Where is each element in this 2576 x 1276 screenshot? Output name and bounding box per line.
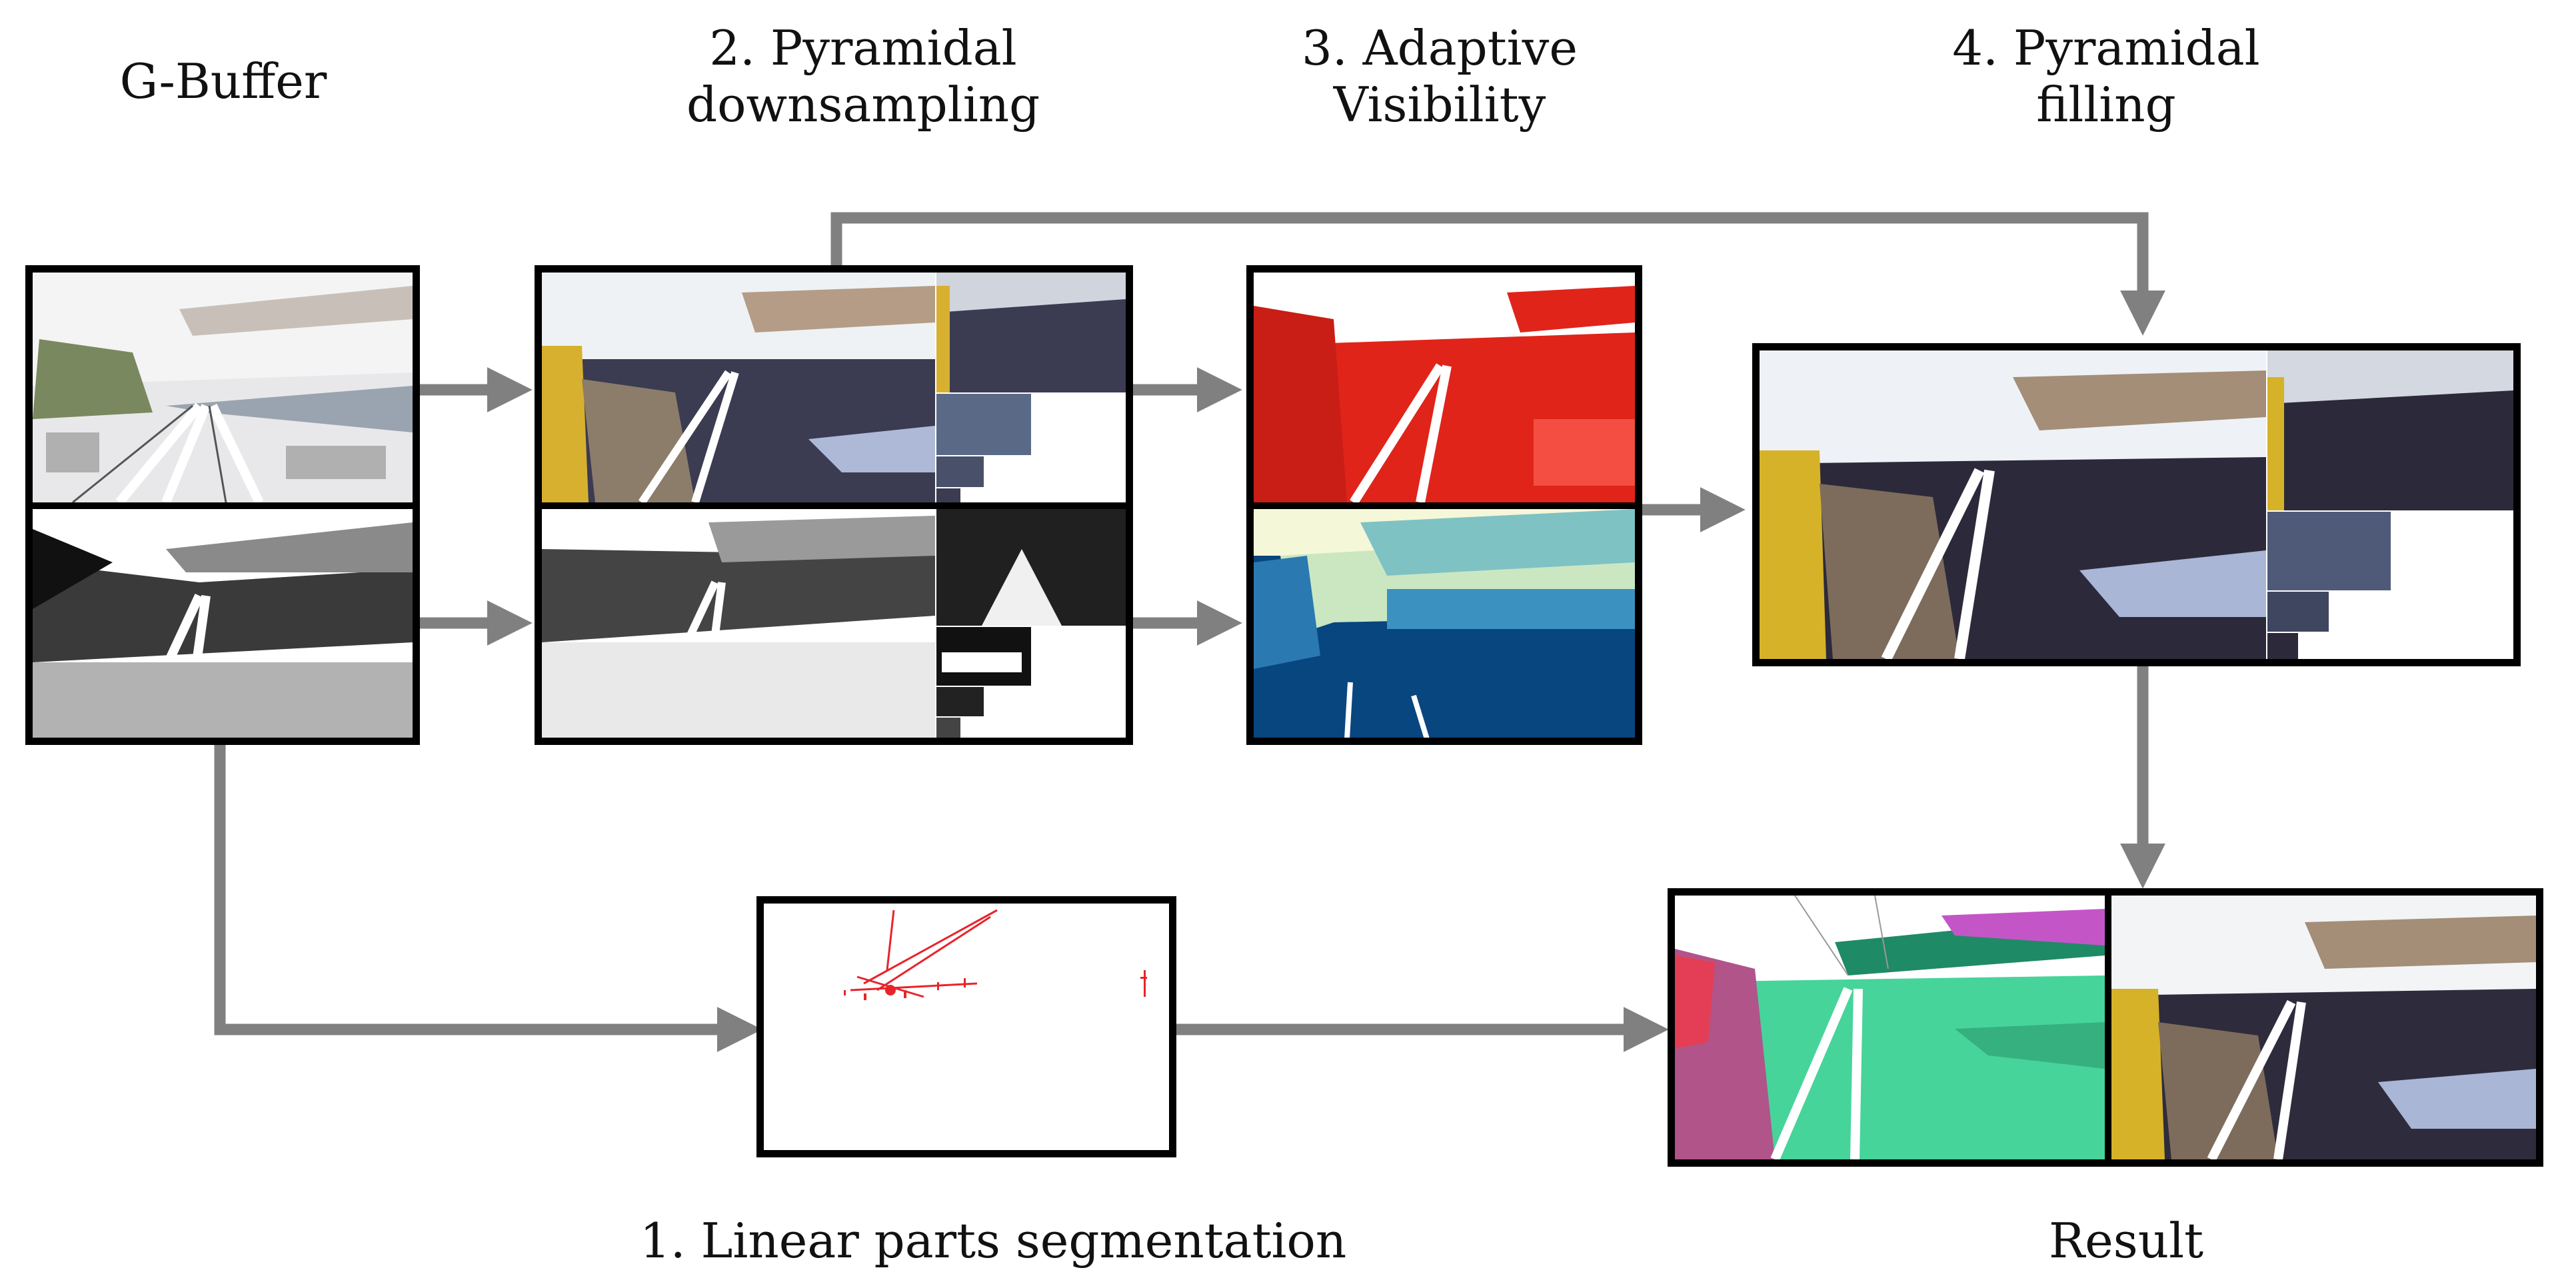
result-divider — [2105, 896, 2111, 1159]
segmentation-image — [764, 904, 1169, 1150]
label-linear-segmentation: 1. Linear parts segmentation — [640, 1213, 1347, 1269]
label-pyramidal-filling: 4. Pyramidal filling — [1952, 20, 2260, 133]
visibility-divider — [1254, 502, 1635, 509]
label-gbuffer: G-Buffer — [119, 53, 327, 109]
result-filled-image — [2111, 896, 2536, 1159]
pyramid-downsampling-frame — [535, 265, 1133, 745]
pyramid-divider — [542, 502, 1126, 509]
result-frame — [1668, 888, 2543, 1167]
gbuffer-frame — [25, 265, 420, 745]
gbuffer-depth-image — [33, 509, 413, 738]
pyramid-depth-image — [542, 509, 1126, 738]
segmentation-frame — [756, 896, 1176, 1157]
pyramid-color-image — [542, 273, 1126, 502]
visibility-mask-image — [1254, 273, 1635, 502]
gbuffer-divider — [33, 502, 413, 509]
label-pyramidal-downsampling: 2. Pyramidal downsampling — [686, 20, 1040, 133]
gbuffer-color-image — [33, 273, 413, 502]
label-adaptive-visibility: 3. Adaptive Visibility — [1302, 20, 1578, 133]
arrow-gbuffer-to-segmentation — [214, 744, 762, 1052]
pyramid-filling-frame — [1752, 343, 2521, 666]
filling-pyramid-image — [1760, 350, 2513, 659]
visibility-depth-image — [1254, 509, 1635, 738]
label-result: Result — [2048, 1213, 2204, 1269]
result-segmented-image — [1675, 896, 2105, 1159]
adaptive-visibility-frame — [1246, 265, 1642, 745]
